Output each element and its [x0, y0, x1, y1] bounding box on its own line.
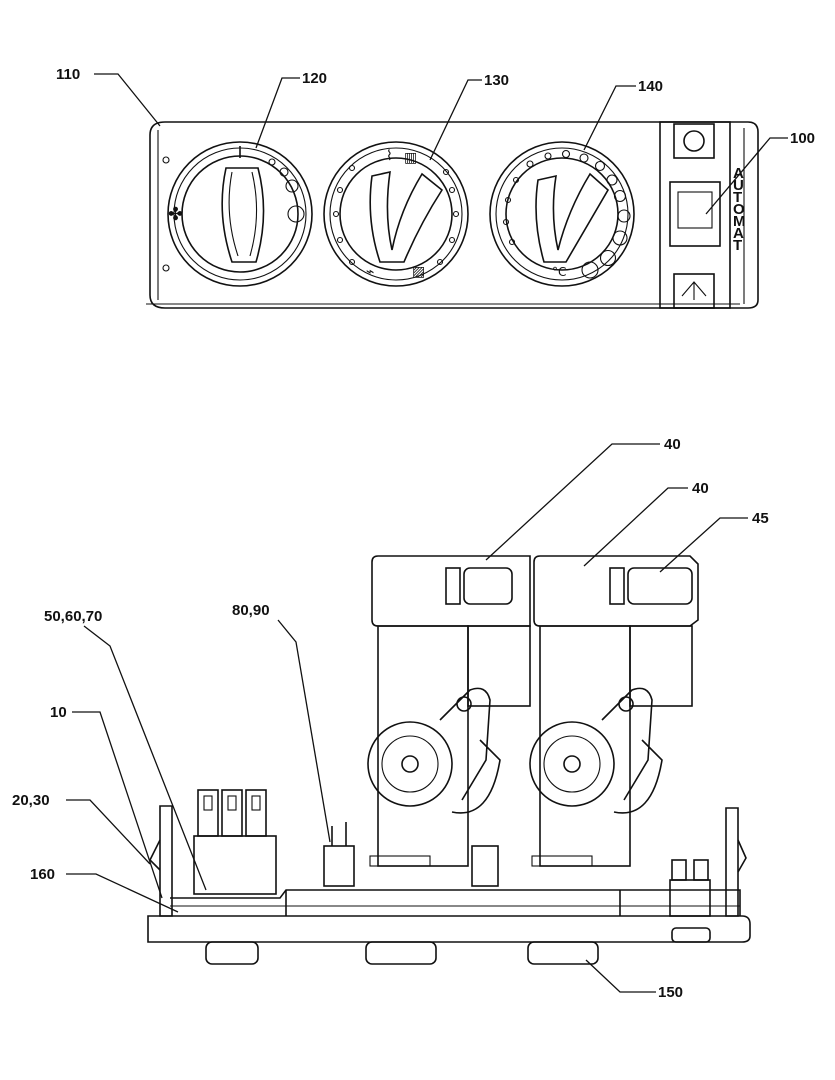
internal-assembly-view: [66, 443, 751, 993]
ref-120: 120: [302, 70, 327, 87]
terminal-pins: [669, 859, 711, 917]
actuator-motor-45: [529, 555, 699, 867]
ref-140: 140: [638, 78, 663, 95]
auto-letter: T: [733, 189, 742, 206]
ref-80-90: 80,90: [232, 602, 270, 619]
ref-130: 130: [484, 72, 509, 89]
auto-letter: A: [733, 225, 744, 242]
auto-letter: O: [733, 201, 745, 218]
recirculation-button: [683, 130, 705, 152]
side-wall-right: [725, 807, 739, 917]
fan-icon: ✤: [168, 204, 183, 225]
knob-shaft-150: [205, 941, 259, 965]
temperature-knob-140: °C: [489, 141, 635, 287]
ref-40-upper: 40: [664, 436, 681, 453]
fan-knob-120: ✤: [167, 141, 313, 287]
auto-letter: U: [733, 177, 744, 194]
auxiliary-control-strip: A U T O M A T: [659, 121, 746, 309]
defrost-icon: ▥: [404, 150, 417, 166]
actuator-motor-40: [367, 555, 531, 887]
mounting-hole: [162, 156, 170, 164]
distribution-symbol: [681, 281, 707, 300]
temperature-unit: °C: [552, 265, 566, 279]
side-wall-left: [159, 805, 173, 917]
windshield-icon: ▨: [412, 264, 425, 280]
ref-160: 160: [30, 866, 55, 883]
knob-shaft-150: [365, 941, 437, 965]
ref-45: 45: [752, 510, 769, 527]
floor-vent-icon: ⌁: [366, 264, 374, 280]
knob-shaft-150: [527, 941, 599, 965]
ref-110: 110: [56, 66, 80, 83]
auto-letter: T: [733, 237, 742, 254]
base-plate: [147, 915, 751, 943]
ref-100: 100: [790, 130, 815, 147]
control-panel-front-view: ✤ ⌇ ▥ ⌁ ▨: [94, 73, 788, 309]
ref-20-30: 20,30: [12, 792, 50, 809]
auto-letter: M: [733, 213, 746, 230]
ref-150: 150: [658, 984, 683, 1001]
face-vent-icon: ⌇: [386, 148, 393, 164]
ac-switch-100: [669, 181, 721, 247]
connector-80-90: [323, 822, 355, 887]
mounting-hole: [162, 264, 170, 272]
circuit-board: [285, 890, 621, 916]
ref-50-60-70: 50,60,70: [44, 608, 102, 625]
panel-housing: [149, 121, 759, 309]
ref-40-lower: 40: [692, 480, 709, 497]
relay-component: [193, 789, 277, 895]
ref-10: 10: [50, 704, 67, 721]
auto-letter: A: [733, 165, 744, 182]
distribution-knob-130: ⌇ ▥ ⌁ ▨: [323, 141, 469, 287]
